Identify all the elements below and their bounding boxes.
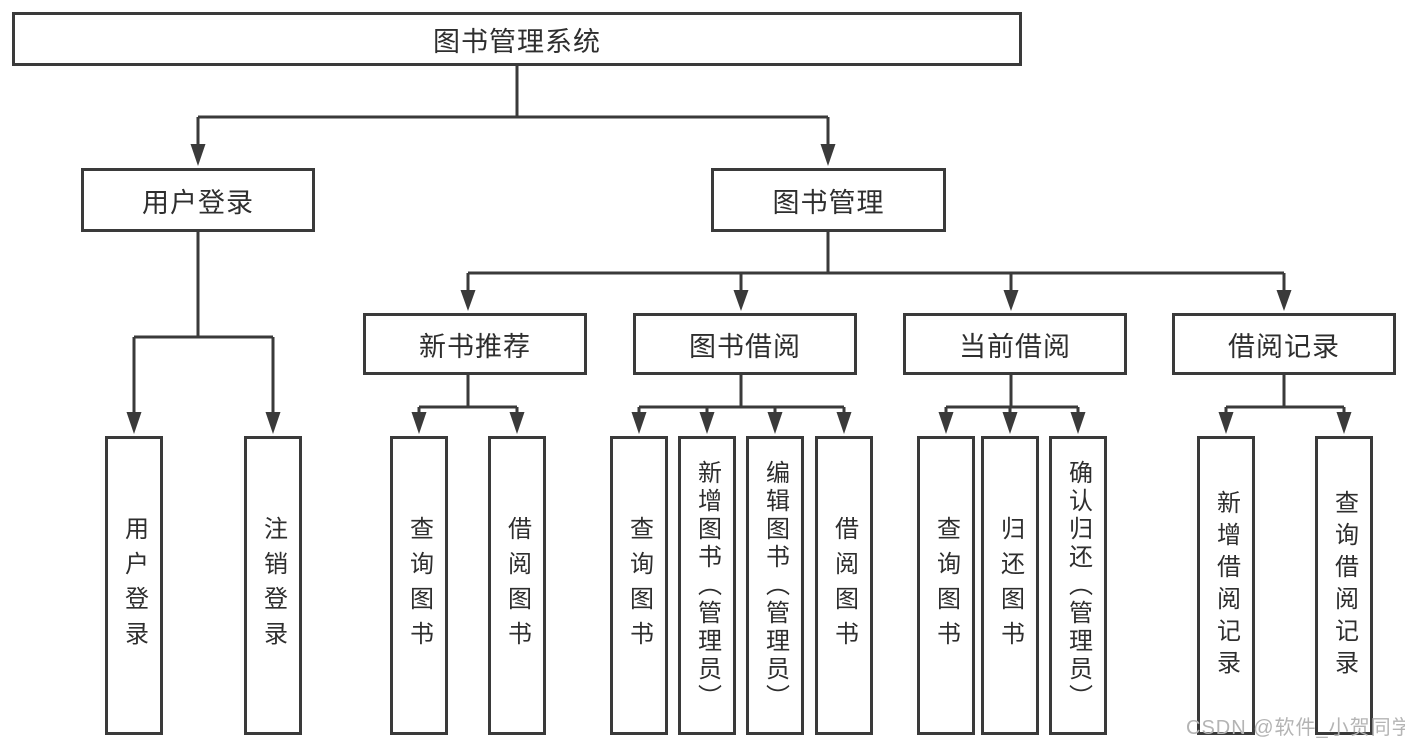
connector-current-borrow xyxy=(944,375,1080,415)
leaf-add-books-admin: 新增图书（管理员） xyxy=(678,436,736,735)
connector-user-login xyxy=(132,232,275,414)
leaf-borrow-query-books: 查询图书 xyxy=(610,436,668,735)
arrowheads xyxy=(126,144,1352,434)
leaf-user-login: 用户登录 xyxy=(105,436,163,735)
leaf-query-borrow-record: 查询借阅记录 xyxy=(1315,436,1373,735)
connector-new-books xyxy=(417,375,519,415)
node-book-borrowing: 图书借阅 xyxy=(633,313,857,375)
csdn-watermark: CSDN @软件_小贺同学 xyxy=(1186,717,1405,739)
connector-root xyxy=(196,66,830,146)
node-library-system: 图书管理系统 xyxy=(12,12,1022,66)
node-borrow-records: 借阅记录 xyxy=(1172,313,1396,375)
leaf-newbook-borrow-books: 借阅图书 xyxy=(488,436,546,735)
leaf-edit-books-admin: 编辑图书（管理员） xyxy=(746,436,804,735)
leaf-return-books: 归还图书 xyxy=(981,436,1039,735)
connector-book-mgmt xyxy=(466,232,1286,292)
leaf-logout: 注销登录 xyxy=(244,436,302,735)
connector-book-borrow xyxy=(637,375,846,415)
leaf-current-query-books: 查询图书 xyxy=(917,436,975,735)
node-book-management: 图书管理 xyxy=(711,168,946,232)
leaf-add-borrow-record: 新增借阅记录 xyxy=(1197,436,1255,735)
node-new-book-recommend: 新书推荐 xyxy=(363,313,587,375)
leaf-newbook-query-books: 查询图书 xyxy=(390,436,448,735)
connector-borrow-records xyxy=(1224,375,1346,415)
node-user-login: 用户登录 xyxy=(81,168,315,232)
leaf-borrow-books: 借阅图书 xyxy=(815,436,873,735)
leaf-confirm-return-admin: 确认归还（管理员） xyxy=(1049,436,1107,735)
node-current-borrowing: 当前借阅 xyxy=(903,313,1127,375)
